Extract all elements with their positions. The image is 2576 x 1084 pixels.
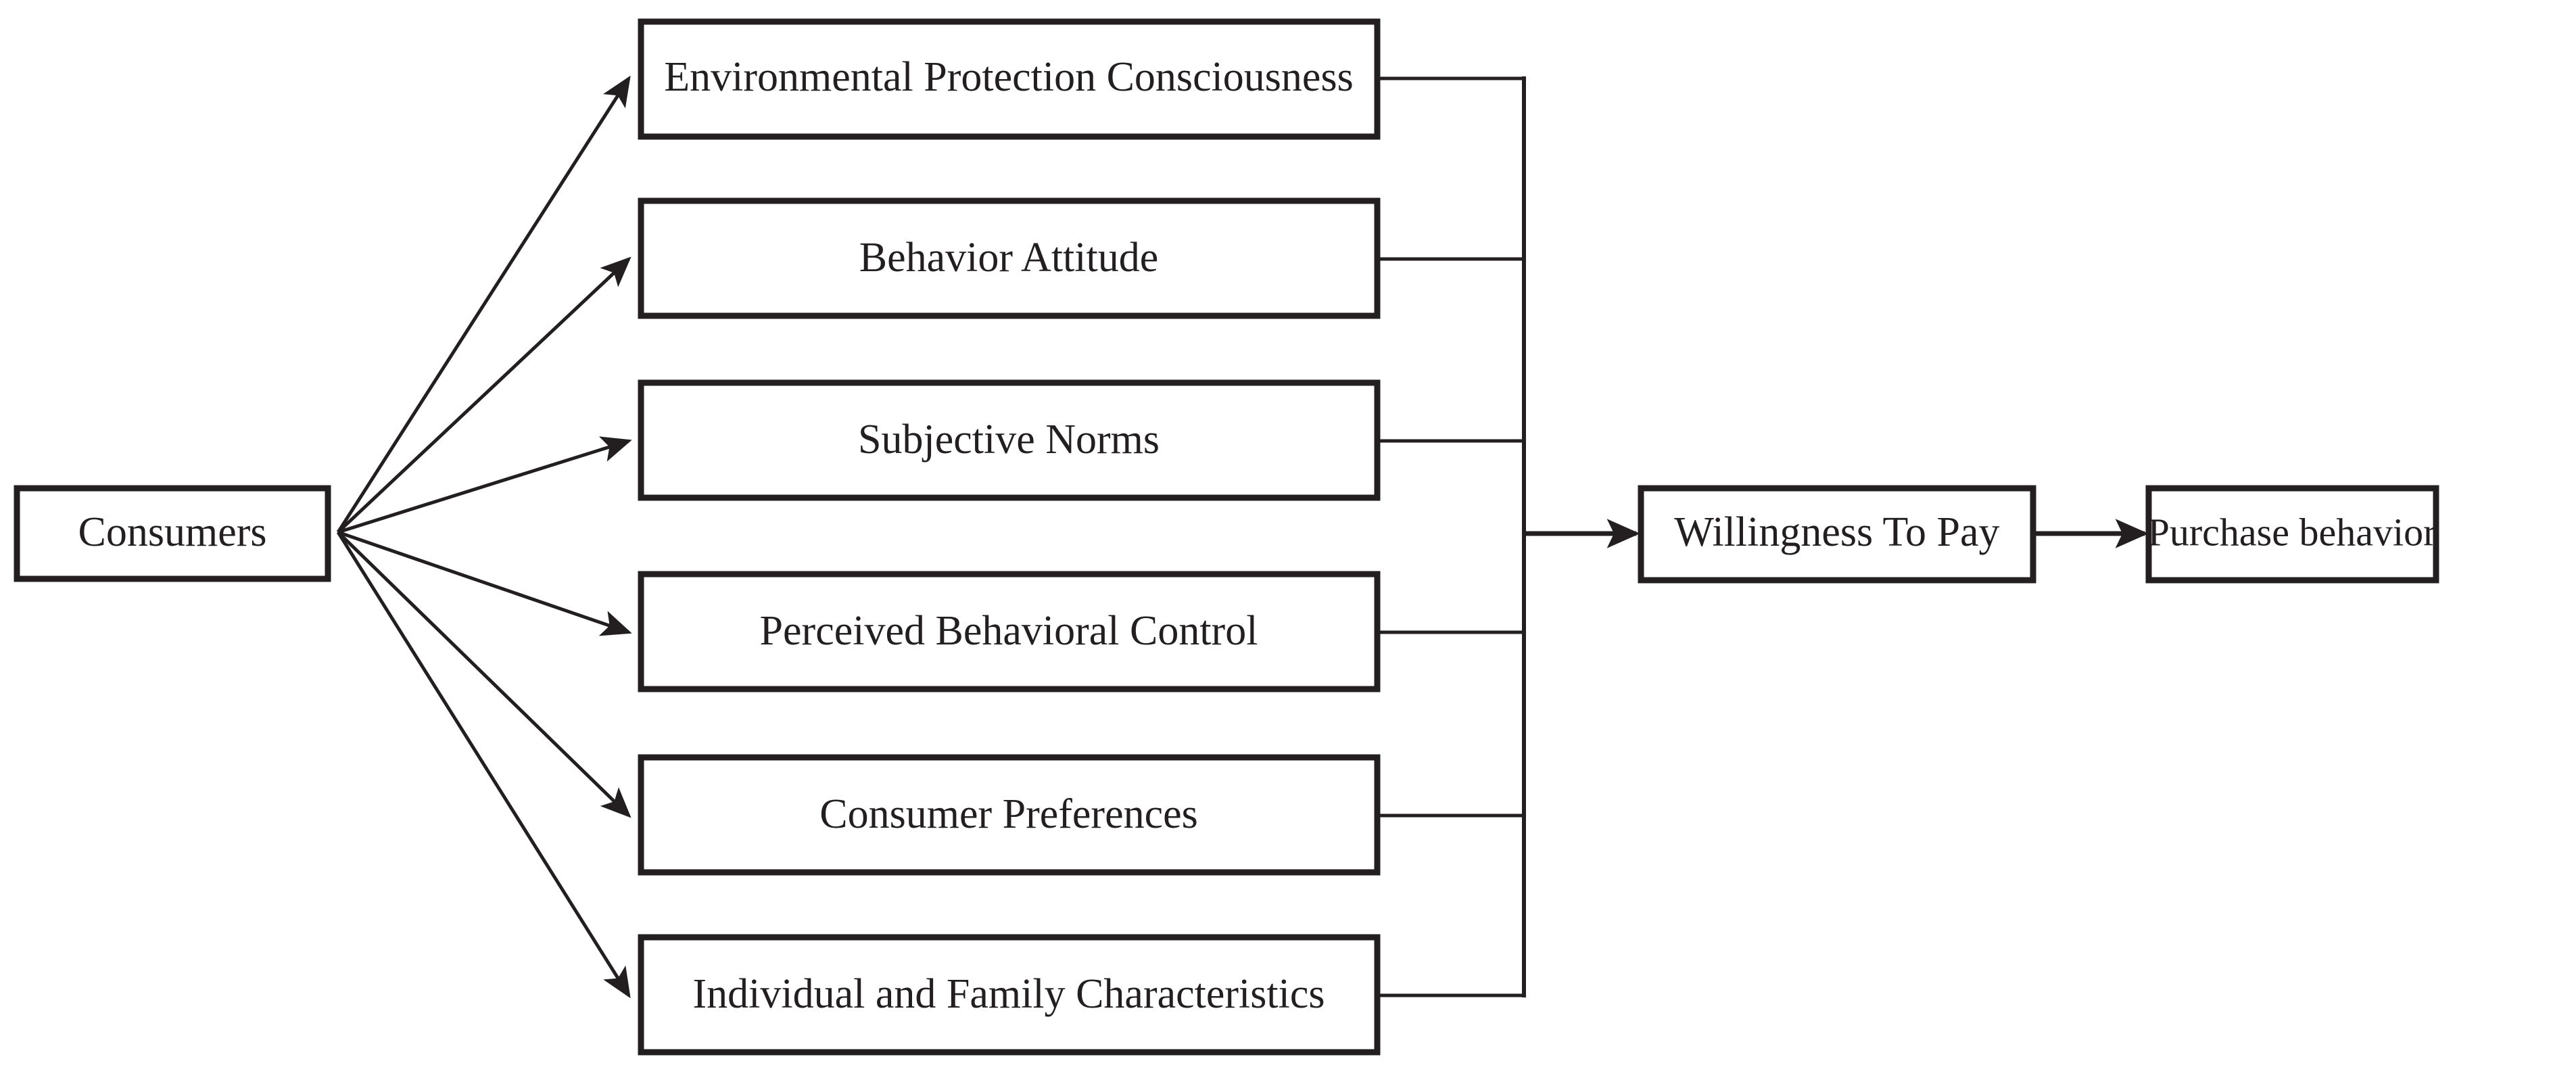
perceived-behavioral-control-label: Perceived Behavioral Control — [760, 608, 1258, 654]
consumers-label: Consumers — [78, 509, 267, 555]
willingness-to-pay-box[interactable] — [1638, 485, 2036, 584]
consumer-preferences-box[interactable] — [638, 754, 1381, 876]
subjective-norms-label: Subjective Norms — [858, 417, 1160, 463]
behavior-attitude-label: Behavior Attitude — [859, 235, 1159, 281]
node-willingness-to-pay[interactable]: Willingness To Pay — [1638, 485, 2036, 584]
edge-consumers-to-behavior-attitude — [337, 256, 631, 534]
willingness-to-pay-label: Willingness To Pay — [1674, 509, 1999, 555]
edge-consumers-to-subjective-norms — [337, 436, 632, 534]
node-behavior-attitude[interactable]: Behavior Attitude — [638, 197, 1381, 319]
node-purchase-behavior[interactable]: Purchase behavior — [2145, 485, 2439, 584]
edge-group-bus-stubs — [1377, 76, 1526, 997]
node-consumer-preferences[interactable]: Consumer Preferences — [638, 754, 1381, 876]
perceived-behavioral-control-box[interactable] — [638, 571, 1381, 692]
node-environmental-protection-consciousness[interactable]: Environmental Protection Consciousness — [638, 18, 1381, 140]
node-individual-and-family-characteristics[interactable]: Individual and Family Characteristics — [638, 934, 1381, 1056]
environmental-protection-consciousness-box[interactable] — [638, 18, 1381, 140]
individual-and-family-characteristics-box[interactable] — [638, 934, 1381, 1056]
node-perceived-behavioral-control[interactable]: Perceived Behavioral Control — [638, 571, 1381, 692]
node-subjective-norms[interactable]: Subjective Norms — [638, 379, 1381, 501]
behavior-attitude-box[interactable] — [638, 197, 1381, 319]
edge-consumers-to-individual-and-family-characteristics — [336, 531, 631, 999]
consumers-box[interactable] — [14, 485, 331, 582]
edge-consumers-to-environmental-protection-consciousness — [336, 75, 631, 534]
edge-consumers-to-consumer-preferences — [337, 531, 631, 818]
edge-consumers-to-perceived-behavioral-control — [337, 530, 632, 636]
purchase-behavior-box[interactable] — [2145, 485, 2439, 584]
subjective-norms-box[interactable] — [638, 379, 1381, 501]
edge-group-consumers-fan — [336, 75, 632, 999]
purchase-behavior-label: Purchase behavior — [2148, 510, 2437, 554]
consumer-preferences-label: Consumer Preferences — [819, 791, 1198, 837]
environmental-protection-consciousness-label: Environmental Protection Consciousness — [664, 54, 1353, 100]
node-consumers[interactable]: Consumers — [14, 485, 331, 582]
individual-and-family-characteristics-label: Individual and Family Characteristics — [693, 971, 1325, 1017]
